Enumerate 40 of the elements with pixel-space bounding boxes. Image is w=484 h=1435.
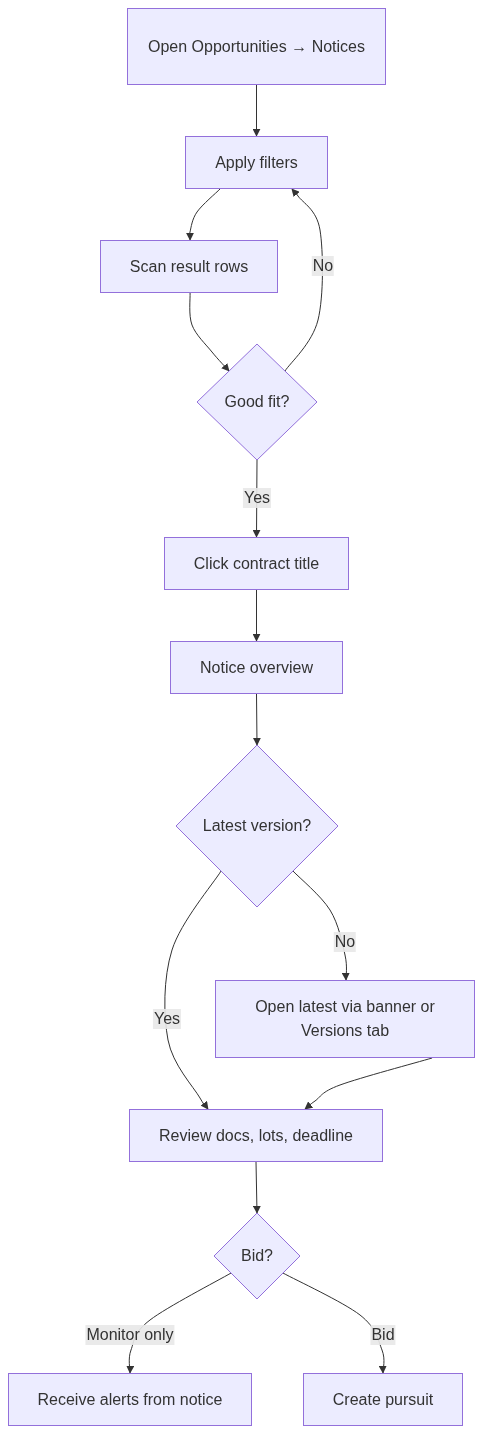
process-box bbox=[8, 1373, 252, 1426]
edge-label: No bbox=[333, 932, 357, 952]
arrow bbox=[185, 188, 221, 241]
process-box bbox=[100, 240, 278, 293]
arrow bbox=[304, 1057, 433, 1110]
step-label: Open latest via banner or Versions tab bbox=[254, 997, 436, 1041]
arrow bbox=[252, 84, 261, 137]
edge-label: Monitor only bbox=[85, 1325, 175, 1345]
edge-label: Bid bbox=[370, 1325, 396, 1345]
step-label: Scan result rows bbox=[128, 256, 250, 277]
edge-label: Yes bbox=[152, 1009, 182, 1029]
step-label: Create pursuit bbox=[331, 1389, 435, 1410]
process-box bbox=[215, 980, 475, 1058]
decision-label: Latest version? bbox=[201, 816, 313, 836]
process-box bbox=[129, 1109, 383, 1162]
step-label: Open Opportunities → Notices bbox=[147, 36, 366, 57]
edge-label: No bbox=[311, 256, 335, 276]
process-box bbox=[303, 1373, 463, 1426]
step-label: Notice overview bbox=[199, 657, 314, 678]
decision-label: Good fit? bbox=[223, 392, 291, 412]
step-label: Apply filters bbox=[214, 152, 299, 173]
step-label: Click contract title bbox=[192, 553, 321, 574]
process-box bbox=[127, 8, 386, 85]
arrow bbox=[189, 292, 230, 372]
process-box bbox=[164, 537, 349, 590]
arrow bbox=[252, 693, 261, 746]
decision-diamond bbox=[176, 745, 338, 907]
arrow bbox=[164, 870, 222, 1110]
decision-diamond bbox=[197, 344, 317, 460]
edge-label: Yes bbox=[242, 488, 272, 508]
step-label: Receive alerts from notice bbox=[36, 1389, 224, 1410]
arrow bbox=[252, 1161, 261, 1214]
process-box bbox=[170, 641, 343, 694]
decision-label: Bid? bbox=[240, 1246, 274, 1266]
decision-diamond bbox=[214, 1213, 300, 1299]
arrow bbox=[292, 870, 350, 981]
process-box bbox=[185, 136, 328, 189]
arrow bbox=[252, 589, 261, 642]
arrow bbox=[284, 188, 323, 372]
step-label: Review docs, lots, deadline bbox=[158, 1125, 354, 1146]
